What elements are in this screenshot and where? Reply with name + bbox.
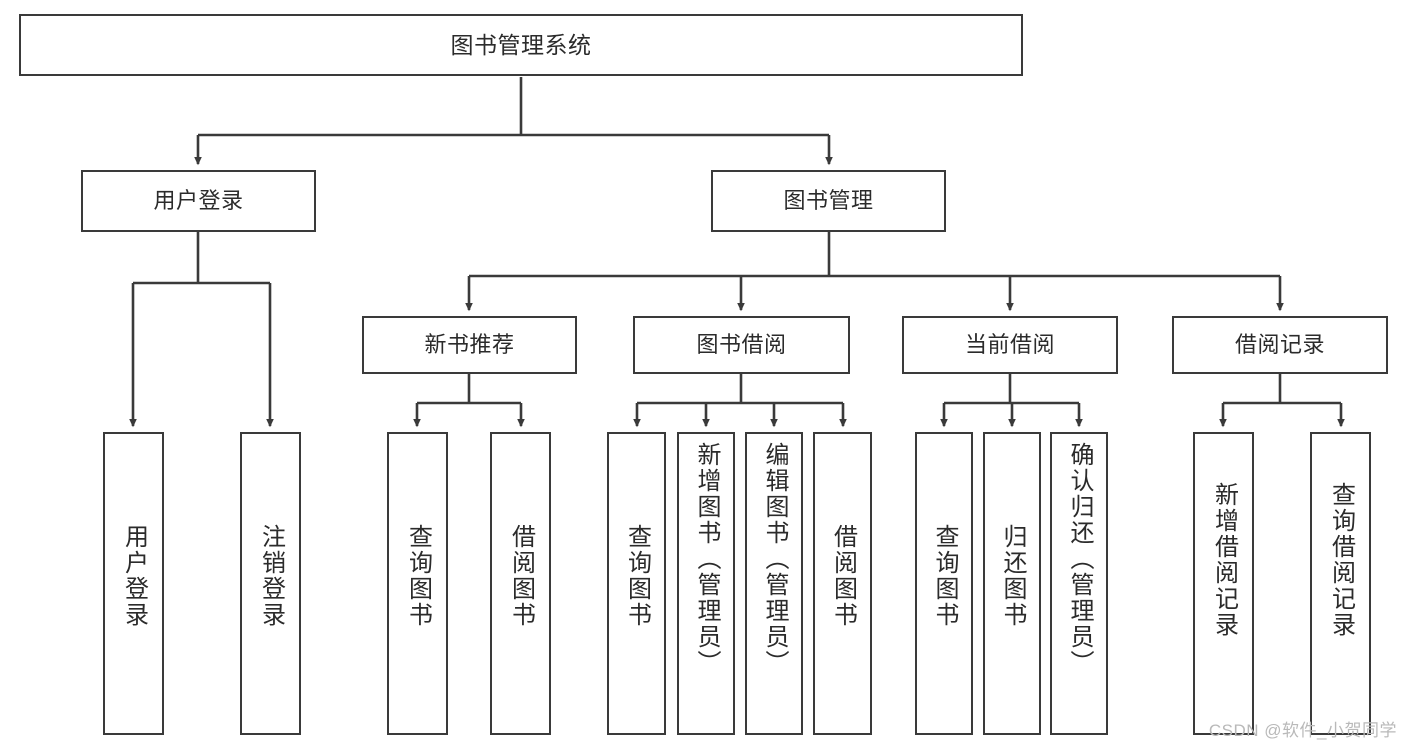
node-label: 查询图书	[930, 524, 958, 628]
leaf-borrow-book-borrow[interactable]: 借阅图书	[813, 432, 872, 735]
leaf-query-book-current[interactable]: 查询图书	[915, 432, 973, 735]
leaf-add-book[interactable]: 新增图书（管理员）	[677, 432, 735, 735]
node-user-login[interactable]: 用户登录	[81, 170, 316, 232]
node-label: 归还图书	[998, 524, 1026, 628]
node-label: 确认归还（管理员）	[1065, 442, 1093, 676]
node-new-book-recommend[interactable]: 新书推荐	[362, 316, 577, 374]
node-label: 图书管理系统	[450, 31, 592, 58]
leaf-edit-book[interactable]: 编辑图书（管理员）	[745, 432, 803, 735]
node-book-borrow[interactable]: 图书借阅	[633, 316, 850, 374]
leaf-add-borrow-record[interactable]: 新增借阅记录	[1193, 432, 1254, 735]
node-label: 用户登录	[153, 187, 244, 213]
node-label: 编辑图书（管理员）	[760, 442, 788, 676]
node-label: 新增借阅记录	[1210, 482, 1238, 638]
node-label: 查询图书	[404, 524, 432, 628]
node-borrow-record[interactable]: 借阅记录	[1172, 316, 1388, 374]
node-label: 图书借阅	[696, 331, 787, 357]
leaf-return-book[interactable]: 归还图书	[983, 432, 1041, 735]
leaf-confirm-return[interactable]: 确认归还（管理员）	[1050, 432, 1108, 735]
leaf-query-book-recommend[interactable]: 查询图书	[387, 432, 448, 735]
node-book-manage[interactable]: 图书管理	[711, 170, 946, 232]
csdn-watermark: CSDN @软件_小贺同学	[1208, 721, 1397, 740]
node-label: 借阅图书	[507, 524, 535, 628]
leaf-user-login[interactable]: 用户登录	[103, 432, 164, 735]
node-label: 新书推荐	[424, 331, 515, 357]
leaf-query-book-borrow[interactable]: 查询图书	[607, 432, 666, 735]
node-label: 新增图书（管理员）	[692, 442, 720, 676]
node-label: 查询图书	[623, 524, 651, 628]
node-label: 用户登录	[120, 524, 148, 628]
leaf-borrow-book-recommend[interactable]: 借阅图书	[490, 432, 551, 735]
node-label: 查询借阅记录	[1327, 482, 1355, 638]
leaf-query-borrow-record[interactable]: 查询借阅记录	[1310, 432, 1371, 735]
leaf-logout-login[interactable]: 注销登录	[240, 432, 301, 735]
node-root-system[interactable]: 图书管理系统	[19, 14, 1023, 76]
node-label: 注销登录	[257, 524, 285, 628]
node-label: 当前借阅	[964, 331, 1055, 357]
node-label: 借阅记录	[1234, 331, 1325, 357]
node-label: 图书管理	[783, 187, 874, 213]
node-current-borrow[interactable]: 当前借阅	[902, 316, 1118, 374]
node-label: 借阅图书	[829, 524, 857, 628]
